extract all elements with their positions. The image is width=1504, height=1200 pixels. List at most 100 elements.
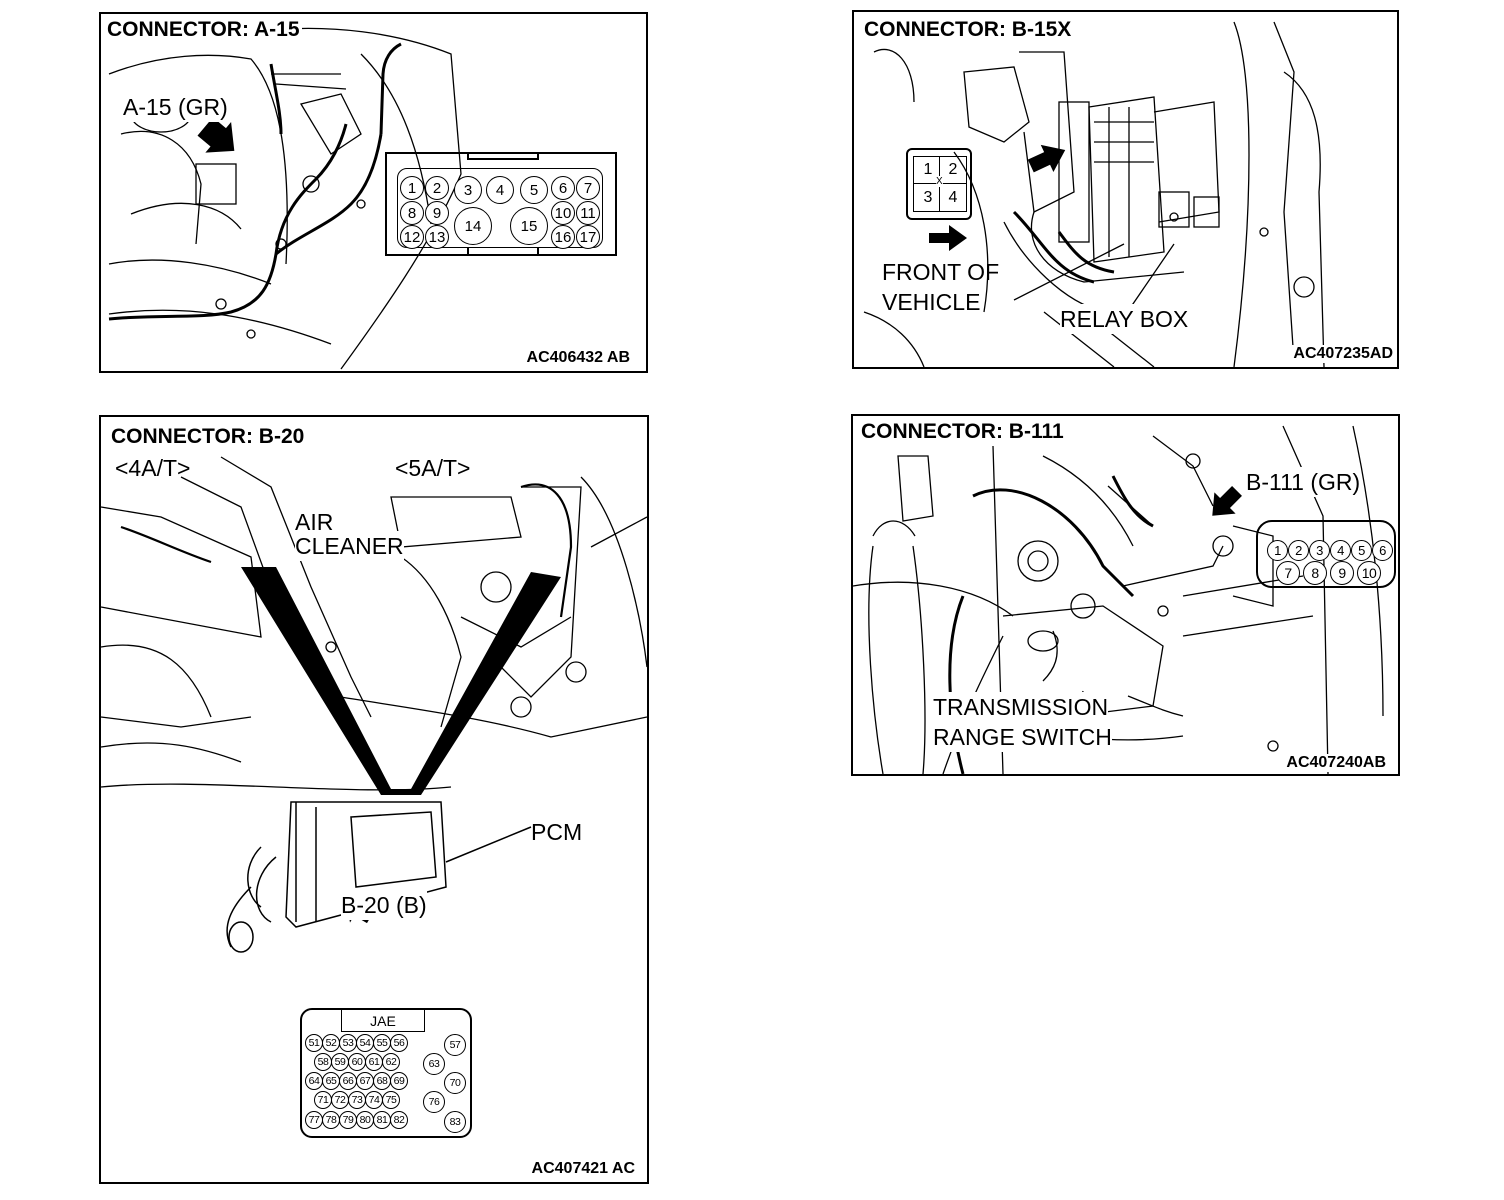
connector-latch	[467, 152, 539, 160]
pin: 4	[1330, 540, 1351, 561]
pin: 1	[1267, 540, 1288, 561]
relay-box-illustration	[863, 21, 1325, 367]
relay-box-label: RELAY BOX	[1060, 304, 1189, 334]
pin: 78	[322, 1111, 340, 1129]
pin: 51	[305, 1034, 323, 1052]
pin: 80	[356, 1111, 374, 1129]
connector-inner	[397, 168, 603, 248]
pin: 15	[510, 207, 548, 245]
pin: 12	[400, 225, 424, 249]
pin: 69	[390, 1072, 408, 1090]
panel-title: CONNECTOR: A-15	[105, 18, 302, 42]
pin: 53	[339, 1034, 357, 1052]
pin: 67	[356, 1072, 374, 1090]
connector-callout: A-15 (GR)	[123, 92, 228, 122]
pin: 5	[1351, 540, 1372, 561]
pin: 68	[373, 1072, 391, 1090]
engine-bay-illustration	[108, 27, 462, 370]
pin: 60	[348, 1053, 366, 1071]
pin: 9	[425, 201, 449, 225]
pin: 56	[390, 1034, 408, 1052]
pin: 16	[551, 225, 575, 249]
pin: 5	[520, 176, 548, 204]
figure-code: AC406432 AB	[524, 349, 632, 367]
transmission-illustration	[853, 425, 1384, 774]
pin: 9	[1330, 561, 1354, 585]
connector-face-b15x	[906, 148, 972, 220]
panel-connector-b111: CONNECTOR: B-111 B-111 (GR) 1 2 3 4 5 6 …	[851, 414, 1400, 776]
connector-face-b111	[1256, 520, 1396, 588]
pin: 64	[305, 1072, 323, 1090]
panel-connector-b15x: CONNECTOR: B-15X 1 2 3 4 X FRONT OF VEHI…	[852, 10, 1399, 369]
pin: 4	[486, 176, 514, 204]
pin: 10	[1357, 561, 1381, 585]
pin: 73	[348, 1091, 366, 1109]
pin: 6	[1372, 540, 1393, 561]
figure-code: AC407240AB	[1284, 754, 1388, 772]
pin: 2	[948, 161, 958, 178]
pin: 74	[365, 1091, 383, 1109]
maker-label: JAE	[370, 1012, 396, 1029]
pin: 75	[382, 1091, 400, 1109]
panel-title: CONNECTOR: B-15X	[862, 18, 1074, 42]
pin: 1	[400, 176, 424, 200]
transmission-range-switch-label: TRANSMISSION	[933, 692, 1109, 722]
air-cleaner-label: CLEANER	[295, 531, 404, 561]
connector-key	[467, 248, 539, 256]
pin: 79	[339, 1111, 357, 1129]
pin: 14	[454, 207, 492, 245]
pin: 3	[923, 189, 933, 206]
connector-face-a15	[385, 152, 617, 256]
pin: 4	[948, 189, 958, 206]
pin: 63	[423, 1053, 445, 1075]
front-of-vehicle-label: FRONT OF	[882, 259, 1000, 285]
pin: 3	[454, 176, 482, 204]
x-mark: X	[936, 176, 943, 187]
pin: 8	[1303, 561, 1327, 585]
pin: 2	[425, 176, 449, 200]
connector-maker-box: JAE	[341, 1010, 425, 1032]
pin: 81	[373, 1111, 391, 1129]
variant-4at-label: <4A/T>	[115, 455, 191, 481]
pin: 77	[305, 1111, 323, 1129]
pin: 17	[576, 225, 600, 249]
connector-face-b20	[300, 1008, 472, 1138]
pin: 13	[425, 225, 449, 249]
pin: 52	[322, 1034, 340, 1052]
connector-callout: B-111 (GR)	[1246, 467, 1361, 497]
pin: 76	[423, 1091, 445, 1113]
connector-callout: B-20 (B)	[341, 890, 427, 920]
pin: 3	[1309, 540, 1330, 561]
pcm-label: PCM	[531, 819, 583, 845]
pin: 59	[331, 1053, 349, 1071]
pin: 62	[382, 1053, 400, 1071]
pin: 58	[314, 1053, 332, 1071]
pin: 82	[390, 1111, 408, 1129]
panel-connector-a15: CONNECTOR: A-15 A-15 (GR) 1 2 3 4 5 6 7 …	[99, 12, 648, 373]
pin: 65	[322, 1072, 340, 1090]
air-cleaner-label: AIR	[295, 509, 334, 535]
figure-code: AC407235AD	[1291, 345, 1395, 363]
pin: 7	[1276, 561, 1300, 585]
pin: 66	[339, 1072, 357, 1090]
pin: 72	[331, 1091, 349, 1109]
panel-title: CONNECTOR: B-20	[109, 425, 307, 449]
variant-5at-label: <5A/T>	[395, 455, 471, 481]
pin: 6	[551, 176, 575, 200]
front-of-vehicle-label: VEHICLE	[882, 289, 981, 315]
panel-connector-b20: CONNECTOR: B-20 <4A/T> <5A/T> AIR CLEANE…	[99, 415, 649, 1184]
pin: 1	[923, 161, 933, 178]
pin: 11	[576, 201, 600, 225]
pin: 71	[314, 1091, 332, 1109]
pin: 8	[400, 201, 424, 225]
pin: 2	[1288, 540, 1309, 561]
pin: 70	[444, 1072, 466, 1094]
transmission-range-switch-label: RANGE SWITCH	[933, 722, 1112, 752]
panel-title: CONNECTOR: B-111	[859, 420, 1066, 444]
pin: 55	[373, 1034, 391, 1052]
pin: 54	[356, 1034, 374, 1052]
pin: 61	[365, 1053, 383, 1071]
pin: 10	[551, 201, 575, 225]
pin: 7	[576, 176, 600, 200]
pin: 83	[444, 1111, 466, 1133]
